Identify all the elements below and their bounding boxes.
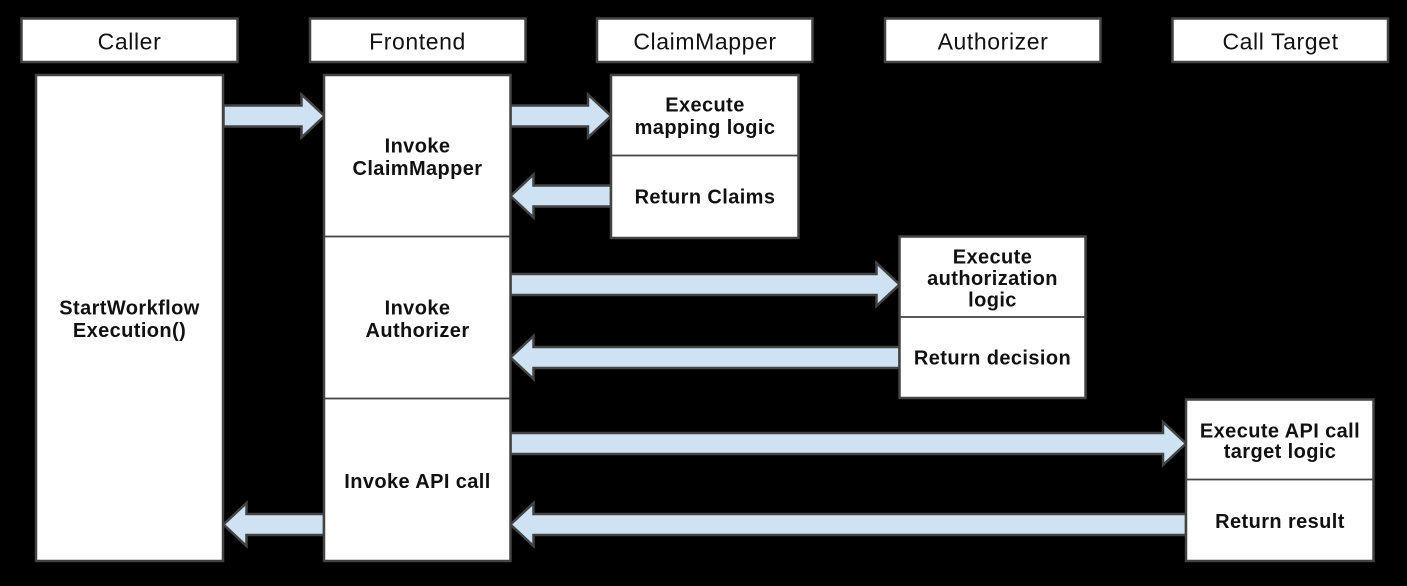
svg-text:Invoke API call: Invoke API call [344,471,490,493]
svg-text:authorization: authorization [927,268,1058,290]
svg-text:StartWorkflow: StartWorkflow [59,298,199,320]
svg-text:ClaimMapper: ClaimMapper [353,158,483,180]
svg-text:Execute API call: Execute API call [1200,421,1360,443]
svg-text:Return decision: Return decision [914,348,1071,370]
svg-text:Return result: Return result [1215,511,1345,533]
svg-text:Execute: Execute [665,95,745,117]
svg-text:logic: logic [968,290,1017,312]
svg-text:Return Claims: Return Claims [635,187,776,209]
svg-text:Authorizer: Authorizer [366,320,470,342]
svg-text:Invoke: Invoke [385,298,451,320]
svg-text:Frontend: Frontend [369,29,466,55]
svg-text:target logic: target logic [1224,441,1337,463]
svg-text:Execute: Execute [953,247,1033,269]
svg-text:ClaimMapper: ClaimMapper [633,29,776,55]
svg-text:Caller: Caller [98,29,162,55]
svg-text:Authorizer: Authorizer [938,29,1049,55]
svg-text:mapping logic: mapping logic [635,117,776,139]
svg-text:Execution(): Execution() [73,320,186,342]
svg-text:Call Target: Call Target [1222,29,1338,55]
svg-text:Invoke: Invoke [385,136,451,158]
